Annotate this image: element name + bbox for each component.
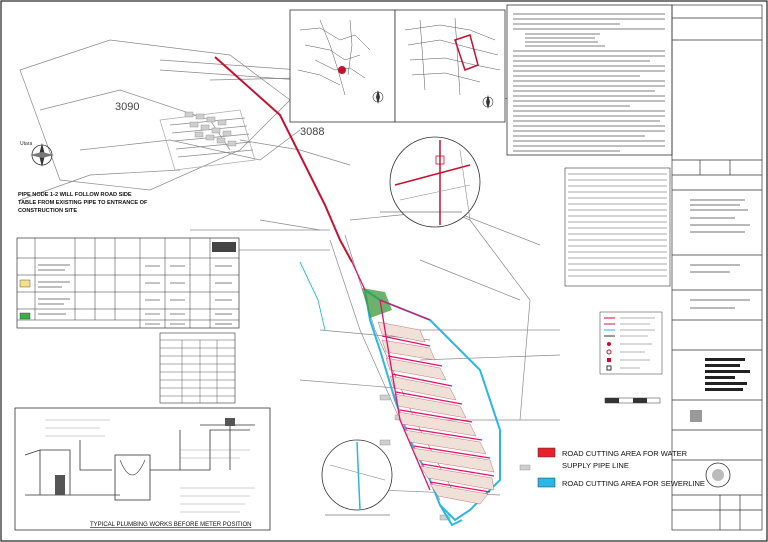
legend-swatch-sewer	[537, 477, 556, 488]
plumbing-caption: TYPICAL PLUMBING WORKS BEFORE METER POSI…	[90, 522, 251, 528]
detail-circle-top	[380, 136, 481, 228]
detail-circle-bottom	[321, 439, 393, 516]
legend-sewer-label: ROAD CUTTING AREA FOR SEWERLINE	[562, 479, 705, 488]
key-plan-1	[289, 9, 396, 123]
title-block-logo-small	[690, 410, 702, 422]
title-block-bold-text	[705, 358, 750, 391]
buildings	[184, 111, 531, 521]
scale-bar	[604, 397, 661, 404]
lot-label-3088: 3088	[300, 126, 324, 138]
schedule-table	[564, 167, 671, 287]
water-pipe-main	[214, 56, 353, 263]
key-plan-2	[394, 9, 506, 123]
general-notes	[506, 4, 673, 156]
road-cutting-legend: ROAD CUTTING AREA FOR WATER SUPPLY PIPE …	[537, 447, 705, 488]
pipe-note-line3: CONSTRUCTION SITE	[18, 208, 77, 214]
key-plan-1-north-icon	[372, 90, 384, 104]
title-block-text	[690, 199, 750, 309]
key-plan-2-north-icon	[482, 95, 494, 109]
legend-water-line2: SUPPLY PIPE LINE	[562, 461, 629, 470]
lot-label-3090: 3090	[115, 101, 139, 113]
pipe-table	[16, 237, 240, 329]
development-area	[351, 261, 501, 527]
north-label: Utara	[20, 141, 32, 147]
symbol-legend	[599, 311, 663, 375]
north-arrow-icon	[30, 143, 54, 167]
plumbing-detail	[14, 407, 271, 531]
pipe-note-line1: PIPE NODE 1-2 WILL FOLLOW ROAD SIDE	[18, 192, 132, 198]
company-logo-icon	[705, 462, 731, 488]
pipe-note-line2: TABLE FROM EXISTING PIPE TO ENTRANCE OF	[18, 200, 148, 206]
legend-swatch-water	[537, 447, 556, 458]
node-table	[159, 332, 236, 404]
legend-water-line1: ROAD CUTTING AREA FOR WATER	[562, 449, 688, 458]
title-block	[671, 4, 763, 531]
